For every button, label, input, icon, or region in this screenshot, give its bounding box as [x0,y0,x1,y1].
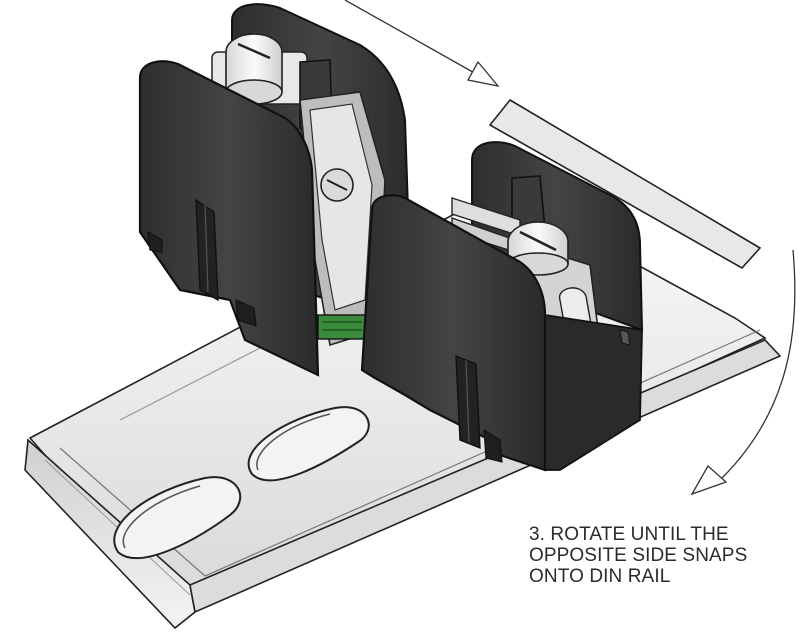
rotation-arrow-icon [690,249,796,496]
left-housing-front [138,60,320,377]
instruction-line: OPPOSITE SIDE SNAPS [529,545,748,566]
top-direction-arrow-icon [344,0,500,87]
din-rail-slot [113,476,242,559]
din-rail-slot [247,406,370,482]
green-indicator-strip [317,314,367,340]
fuse-clip-assembly [299,91,386,347]
instruction-callout: 3. ROTATE UNTIL THE OPPOSITE SIDE SNAPS … [529,524,799,587]
right-housing-front [360,194,643,472]
instruction-line: 3. ROTATE UNTIL THE [529,524,729,545]
instruction-line: ONTO DIN RAIL [529,566,671,587]
left-terminal-screw [211,33,308,105]
din-rail-back-flange [488,98,762,270]
din-rail-front-lip [24,438,196,630]
